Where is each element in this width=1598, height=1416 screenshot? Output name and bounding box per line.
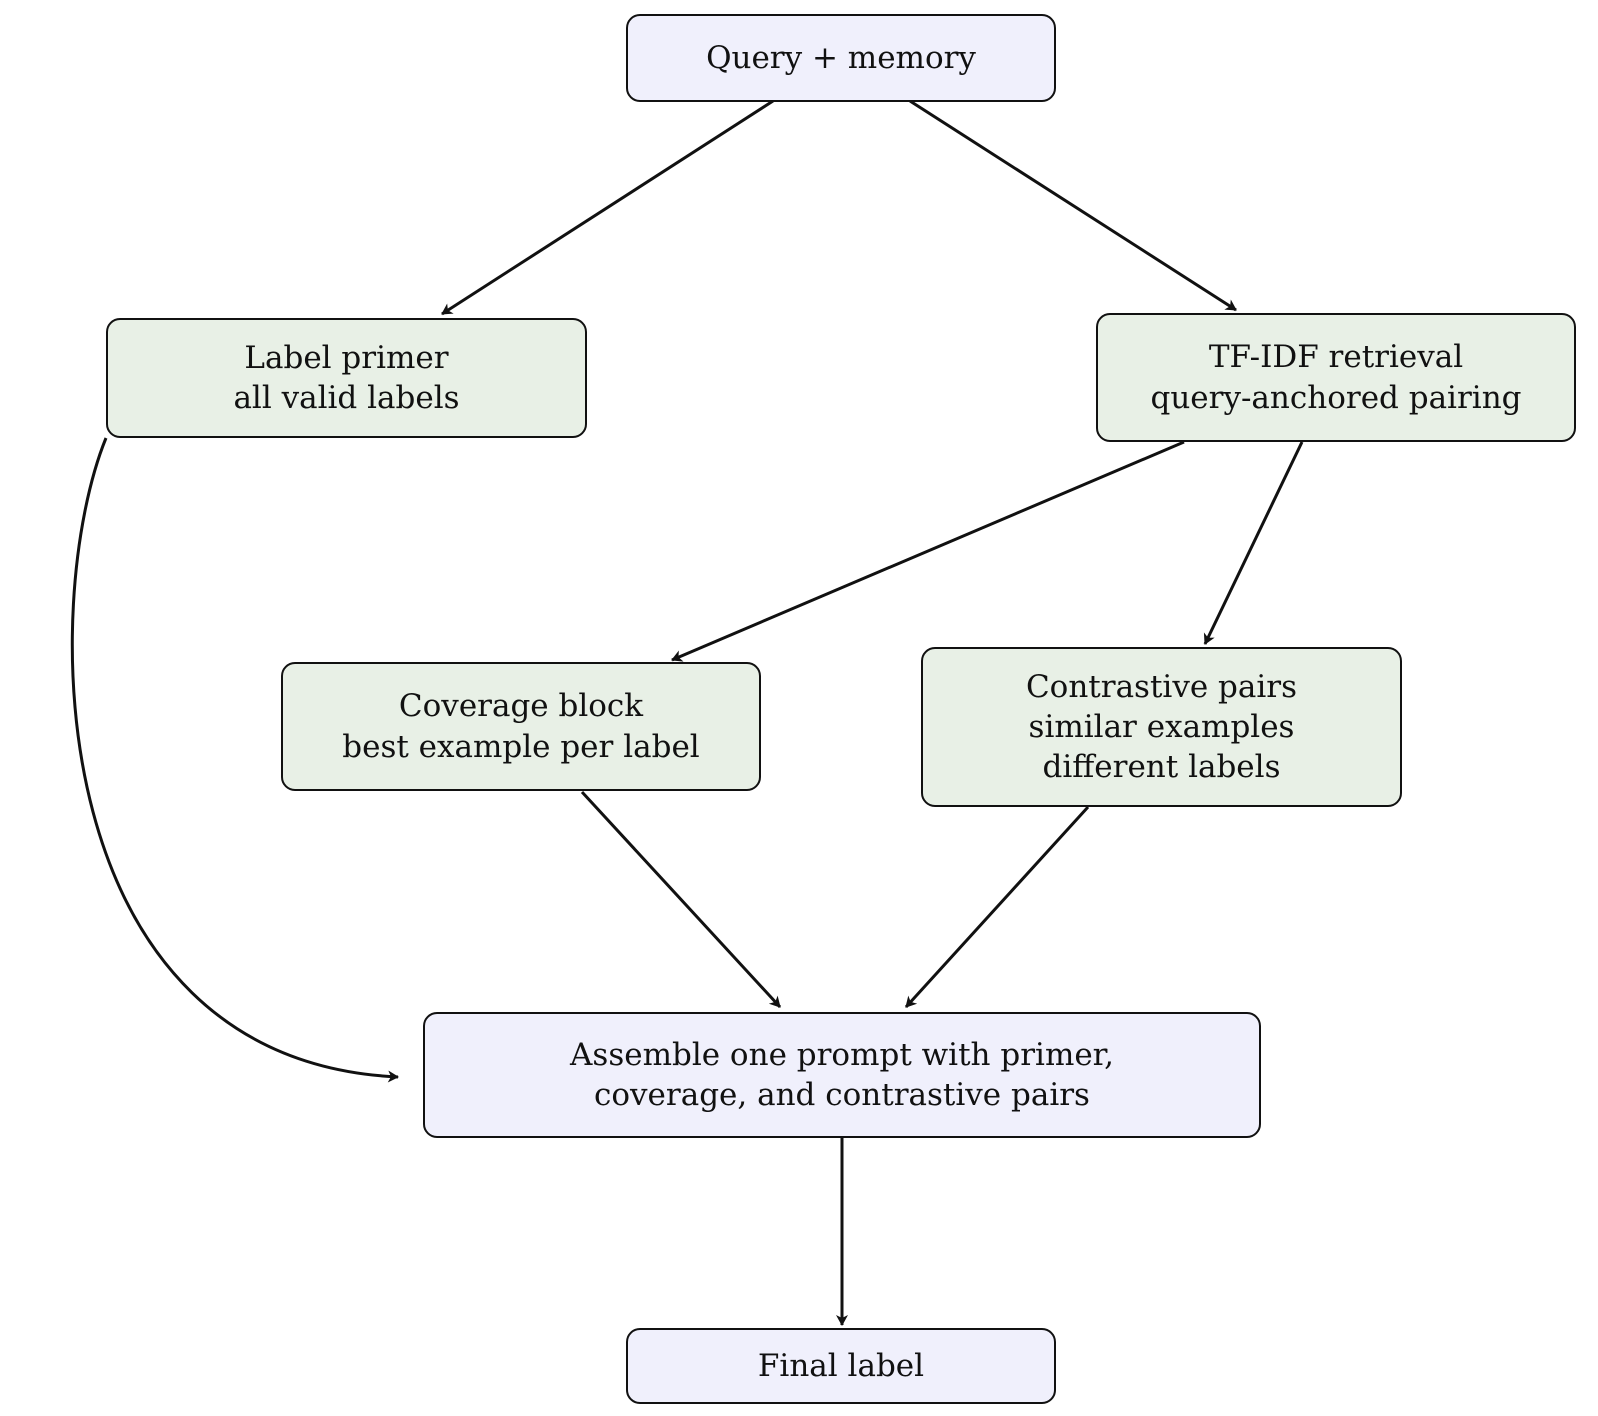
edge-query-to-primer (441, 99, 774, 316)
contrastive-pairs-line2: similar examples (1028, 708, 1295, 745)
edge-contrastive-to-assemble (904, 805, 1090, 1009)
tfidf-retrieval-subtitle: query-anchored pairing (1150, 379, 1522, 416)
final-label-node: Final label (626, 1328, 1056, 1404)
tfidf-retrieval-title: TF-IDF retrieval (1208, 339, 1464, 376)
query-node: Query + memory (626, 14, 1056, 102)
contrastive-pairs-title: Contrastive pairs (1025, 668, 1298, 705)
label-primer-subtitle: all valid labels (233, 380, 460, 416)
assemble-prompt-line1: Assemble one prompt with primer, (570, 1036, 1114, 1073)
edge-query-to-tfidf (909, 99, 1237, 312)
coverage-block-node: Coverage block best example per label (281, 662, 761, 791)
edge-tfidf-to-coverage (671, 440, 1185, 662)
contrastive-pairs-line3: different labels (1042, 749, 1281, 786)
edge-coverage-to-assemble (580, 790, 782, 1009)
label-primer-title: Label primer (244, 339, 449, 376)
query-node-label: Query + memory (706, 39, 976, 76)
tfidf-retrieval-node: TF-IDF retrieval query-anchored pairing (1096, 313, 1576, 442)
assemble-prompt-line2: coverage, and contrastive pairs (594, 1077, 1090, 1113)
assemble-prompt-node: Assemble one prompt with primer, coverag… (423, 1012, 1261, 1138)
contrastive-pairs-node: Contrastive pairs similar examples diffe… (921, 647, 1402, 807)
label-primer-node: Label primer all valid labels (106, 318, 587, 438)
final-label-text: Final label (757, 1347, 925, 1384)
coverage-block-title: Coverage block (398, 688, 644, 725)
edge-tfidf-to-contrastive (1203, 441, 1304, 645)
edge-primer-to-assemble (70, 437, 399, 1083)
coverage-block-subtitle: best example per label (342, 728, 700, 765)
